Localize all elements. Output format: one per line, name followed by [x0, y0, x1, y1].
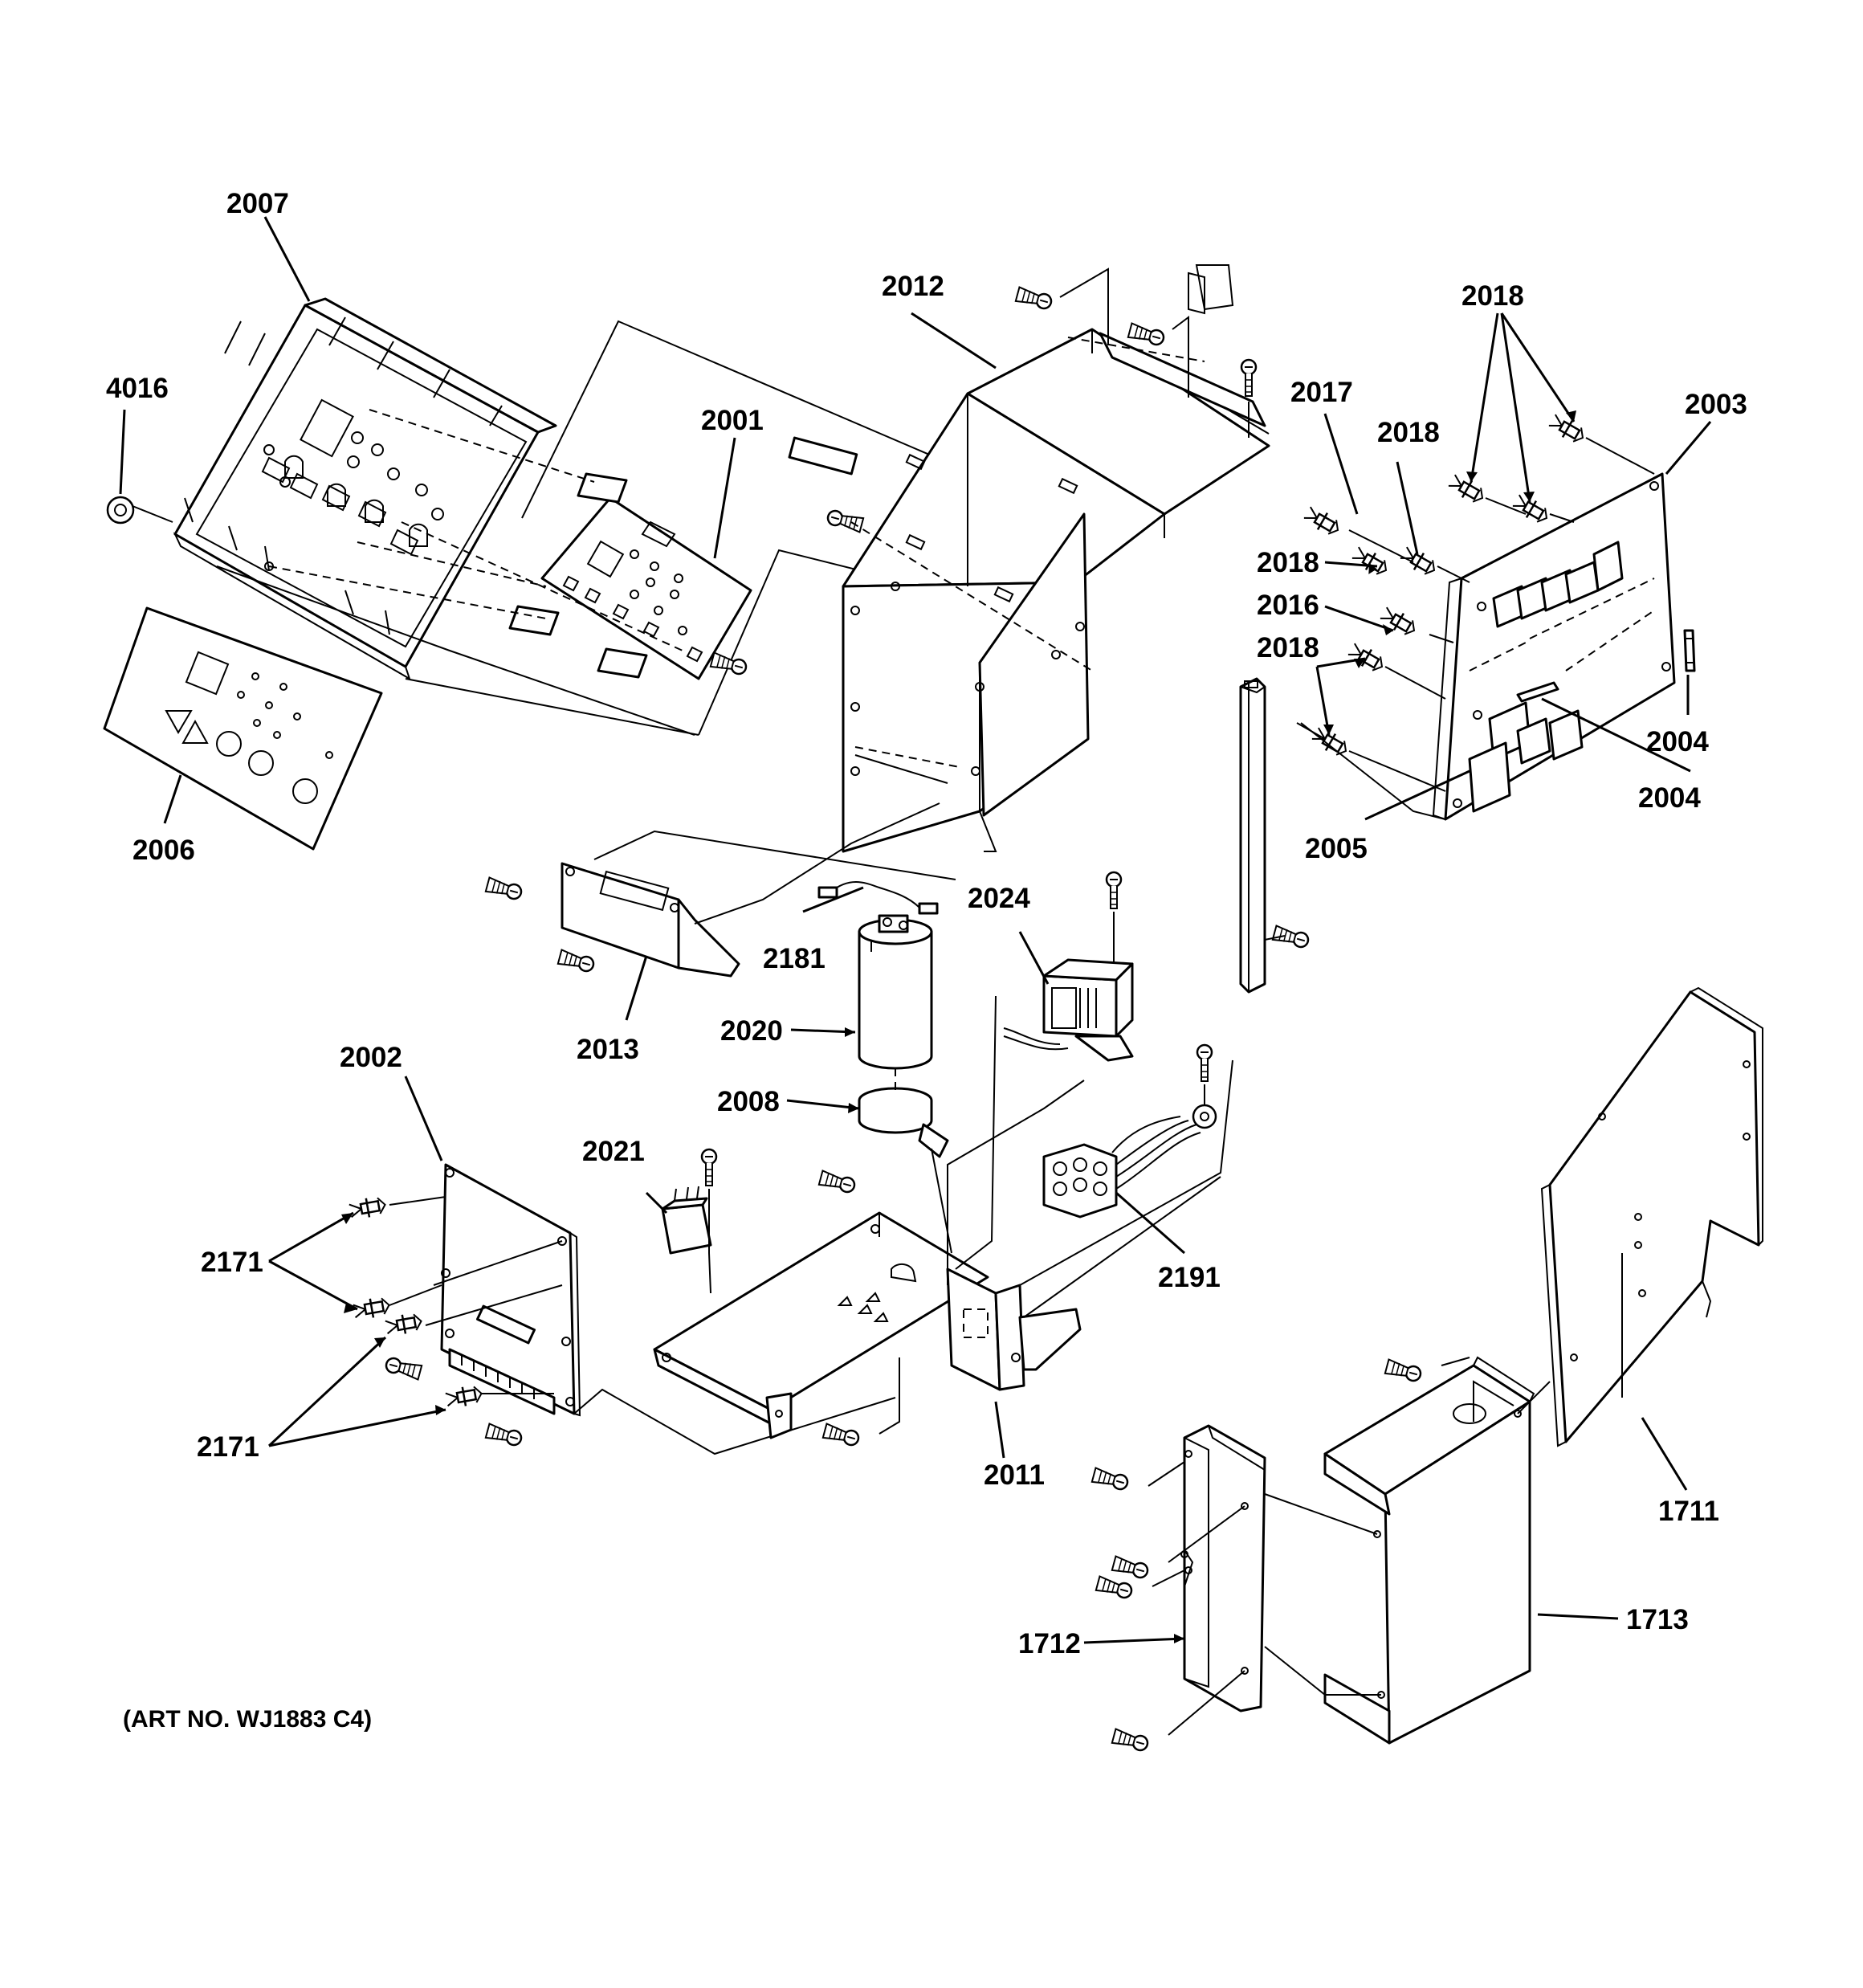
transformer-2024	[1003, 958, 1134, 1062]
callout-2018-mid: 2018	[1377, 417, 1440, 448]
button-cap	[597, 647, 648, 679]
fuse-2004	[1683, 629, 1696, 672]
button-cap	[577, 472, 628, 504]
box-cover-1713	[1323, 1356, 1535, 1745]
vertical-post	[1239, 677, 1266, 994]
main-cover-2012	[788, 328, 1270, 853]
callout-2003: 2003	[1685, 389, 1747, 420]
relay-board-2003	[1432, 472, 1676, 821]
base-plate-2011	[653, 1211, 1082, 1439]
control-board-2001	[540, 496, 752, 680]
callout-2012: 2012	[882, 271, 944, 302]
callout-2021: 2021	[582, 1136, 645, 1167]
art-number: (ART NO. WJ1883 C4)	[123, 1706, 372, 1733]
callout-2171-upper: 2171	[201, 1247, 263, 1278]
button-cap	[508, 605, 560, 636]
side-panel-1711	[1540, 986, 1763, 1447]
callout-2004-lower: 2004	[1638, 782, 1701, 814]
callout-2191: 2191	[1158, 1262, 1221, 1293]
cover-bracket	[1099, 264, 1266, 427]
capacitor-strap-2008	[858, 1087, 949, 1158]
overlay-panel-2006	[103, 606, 383, 851]
connector-harness-2191	[1042, 1104, 1217, 1219]
callout-2011: 2011	[984, 1459, 1045, 1491]
callout-2001: 2001	[701, 405, 764, 436]
control-board-2002	[440, 1163, 581, 1417]
callout-4016: 4016	[106, 373, 169, 404]
callout-1713: 1713	[1626, 1604, 1689, 1635]
control-housing-2007	[173, 297, 557, 681]
callout-2018-left: 2018	[1257, 547, 1319, 578]
callout-2171-lower: 2171	[197, 1431, 259, 1463]
capacitor-2020	[858, 914, 933, 1070]
screw-4016	[106, 496, 173, 525]
bracket-2013	[561, 862, 740, 978]
callout-2024: 2024	[968, 883, 1030, 914]
start-relay-2021	[661, 1186, 712, 1255]
leader-arrowheads	[341, 410, 1576, 1643]
fuse-2004-inline	[1516, 681, 1559, 703]
callout-2013: 2013	[577, 1034, 639, 1065]
callout-2005: 2005	[1305, 833, 1368, 864]
callout-2008: 2008	[717, 1086, 780, 1117]
callout-2006: 2006	[132, 835, 195, 866]
callout-2007: 2007	[226, 188, 289, 219]
callout-2018-top: 2018	[1461, 280, 1524, 312]
callout-2017: 2017	[1290, 377, 1353, 408]
callout-1712: 1712	[1018, 1628, 1081, 1659]
leader-lines	[119, 216, 1712, 1644]
wire-jumper-2181	[817, 881, 939, 915]
callout-labels: 2007 4016 2001 2006 2012 2018 2003 2017 …	[106, 188, 1747, 1733]
access-panel-1712	[1180, 1424, 1266, 1712]
callout-2002: 2002	[340, 1042, 402, 1073]
callout-2016: 2016	[1257, 590, 1319, 621]
callout-2004-right: 2004	[1646, 726, 1709, 757]
callout-2181: 2181	[763, 943, 826, 974]
callout-2020: 2020	[720, 1015, 783, 1047]
callout-1711: 1711	[1658, 1496, 1719, 1527]
callout-2018-lower: 2018	[1257, 632, 1319, 663]
